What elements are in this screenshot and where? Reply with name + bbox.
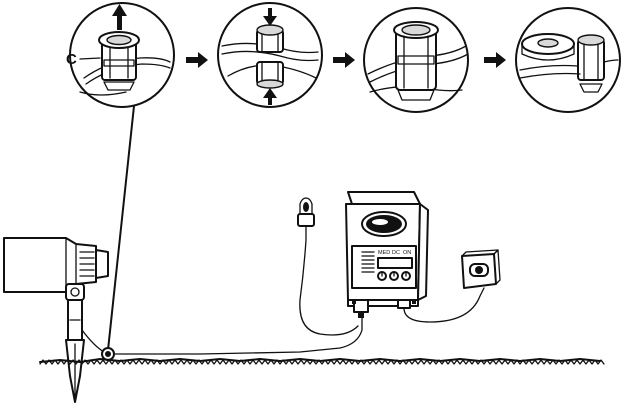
switch-label-1: MED: [378, 250, 390, 256]
step-4-circle: [515, 7, 621, 113]
low-voltage-cable: [113, 311, 363, 355]
up-arrow-icon-bottom: [263, 88, 277, 105]
step-arrow-icon-3: [484, 52, 506, 68]
power-cord: [403, 287, 485, 323]
spotlight-fixture: [3, 237, 115, 403]
outlet-plug-icon: [475, 266, 483, 274]
brand-logo-icon: [361, 211, 407, 237]
up-arrow-icon: [112, 4, 127, 30]
step-1-circle: C: [66, 2, 175, 108]
ground-line: [39, 358, 605, 365]
switch-label-3: ON: [403, 250, 411, 256]
step-2-circle: [217, 2, 323, 108]
step-arrow-icon-1: [186, 52, 208, 68]
timer-display: [377, 257, 413, 269]
step-arrow-icon-2: [333, 52, 355, 68]
callout-label: C: [66, 51, 77, 68]
callout-leader-line: [107, 105, 135, 351]
wall-outlet: [461, 249, 501, 289]
connector-c: [98, 31, 140, 91]
step-3-circle: [363, 7, 469, 113]
down-arrow-icon: [263, 8, 277, 26]
transformer-box: MED DC ON: [345, 191, 429, 318]
photocell-sensor: [297, 197, 359, 336]
switch-label-2: DC: [392, 250, 400, 256]
